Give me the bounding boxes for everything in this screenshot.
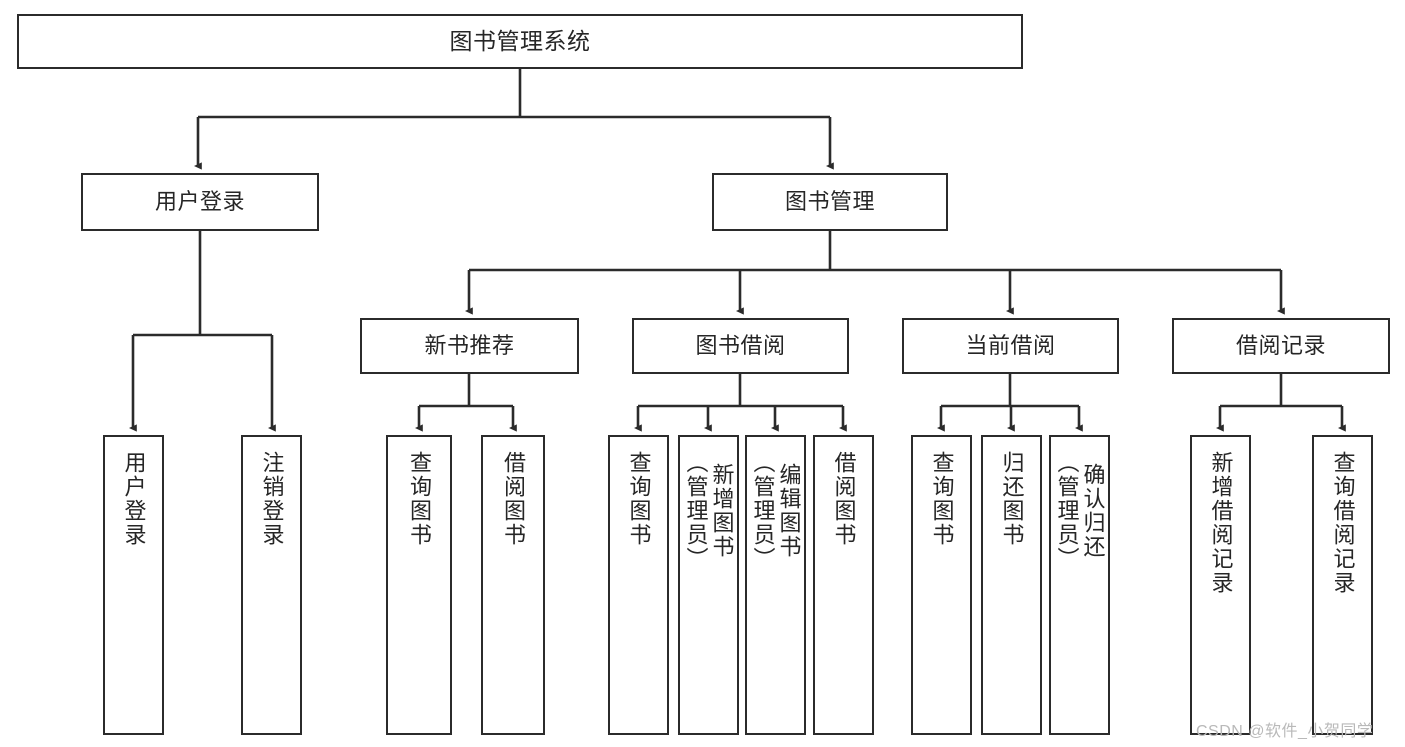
node-current-borrow-label: 当前借阅 (965, 332, 1056, 358)
node-borrow-record-label: 借阅记录 (1235, 332, 1326, 358)
node-root-label: 图书管理系统 (449, 28, 591, 55)
node-book-management-label: 图书管理 (784, 188, 875, 214)
node-root[interactable]: 图书管理系统 (17, 14, 1023, 69)
node-leaf-add-record-label: 新增借阅记录 (1208, 451, 1234, 595)
node-leaf-query-book-1[interactable]: 查询图书 (386, 435, 452, 735)
node-leaf-query-book-3-label: 查询图书 (929, 451, 955, 547)
node-user-login-label: 用户登录 (154, 188, 245, 214)
node-borrow-record[interactable]: 借阅记录 (1172, 318, 1390, 374)
node-leaf-edit-book-label: 编辑图书 （管理员） (750, 451, 802, 571)
node-leaf-query-book-2[interactable]: 查询图书 (608, 435, 669, 735)
node-book-borrow[interactable]: 图书借阅 (632, 318, 849, 374)
watermark: CSDN @软件_小贺同学 (1196, 723, 1374, 740)
node-leaf-borrow-book-2-label: 借阅图书 (831, 451, 857, 547)
node-leaf-return-book-label: 归还图书 (999, 451, 1025, 547)
node-leaf-add-book[interactable]: 新增图书 （管理员） (678, 435, 739, 735)
node-current-borrow[interactable]: 当前借阅 (902, 318, 1119, 374)
node-leaf-add-record[interactable]: 新增借阅记录 (1190, 435, 1251, 735)
node-leaf-logout[interactable]: 注销登录 (241, 435, 302, 735)
node-leaf-user-login[interactable]: 用户登录 (103, 435, 164, 735)
node-leaf-query-book-1-label: 查询图书 (406, 451, 432, 547)
node-leaf-borrow-book-1-label: 借阅图书 (500, 451, 526, 547)
node-user-login[interactable]: 用户登录 (81, 173, 319, 231)
node-leaf-borrow-book-2[interactable]: 借阅图书 (813, 435, 874, 735)
node-book-management[interactable]: 图书管理 (712, 173, 948, 231)
node-leaf-add-book-label: 新增图书 （管理员） (683, 451, 735, 571)
node-new-book-recommend[interactable]: 新书推荐 (360, 318, 579, 374)
node-leaf-user-login-label: 用户登录 (121, 451, 147, 547)
node-leaf-edit-book[interactable]: 编辑图书 （管理员） (745, 435, 806, 735)
node-book-borrow-label: 图书借阅 (695, 332, 786, 358)
node-leaf-query-book-3[interactable]: 查询图书 (911, 435, 972, 735)
node-leaf-return-book[interactable]: 归还图书 (981, 435, 1042, 735)
node-leaf-borrow-book-1[interactable]: 借阅图书 (481, 435, 545, 735)
node-new-book-recommend-label: 新书推荐 (424, 332, 515, 358)
node-leaf-query-record[interactable]: 查询借阅记录 (1312, 435, 1373, 735)
node-leaf-query-book-2-label: 查询图书 (626, 451, 652, 547)
node-leaf-confirm-return[interactable]: 确认归还 （管理员） (1049, 435, 1110, 735)
node-leaf-confirm-return-label: 确认归还 （管理员） (1054, 451, 1106, 571)
node-leaf-query-record-label: 查询借阅记录 (1330, 451, 1356, 595)
node-leaf-logout-label: 注销登录 (259, 451, 285, 547)
